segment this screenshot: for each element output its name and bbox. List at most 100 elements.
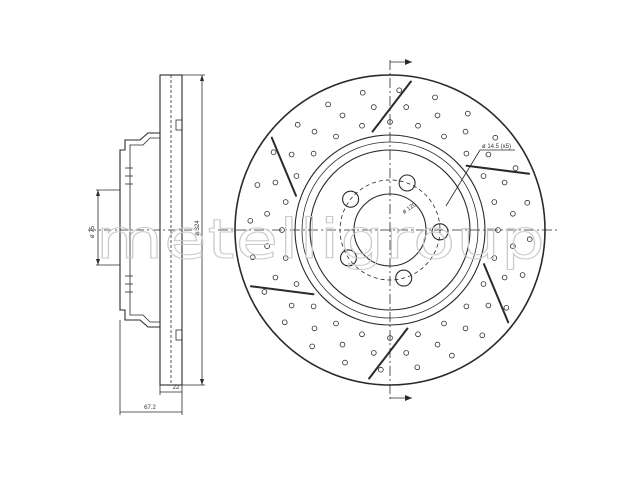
drill-hole: [501, 179, 508, 186]
drill-hole: [293, 173, 300, 179]
drill-hole: [491, 255, 498, 261]
drill-hole: [441, 133, 447, 140]
bolt-hole: [395, 269, 413, 287]
drill-hole: [342, 359, 348, 366]
drill-hole: [463, 303, 470, 310]
drill-hole: [293, 281, 300, 287]
drill-hole: [414, 364, 421, 371]
drill-hole: [272, 179, 279, 186]
front-view: ø 14.5 (x5) ø 120: [218, 59, 560, 401]
drill-hole: [370, 104, 377, 110]
drill-hole: [310, 150, 317, 157]
drill-hole: [282, 255, 289, 261]
drill-hole: [279, 227, 285, 233]
drill-hole: [524, 199, 531, 206]
drill-hole: [270, 149, 277, 156]
drill-hole: [359, 122, 365, 129]
drill-hole: [370, 350, 377, 356]
section-arrow-bottom: [390, 395, 412, 401]
drill-hole: [464, 110, 471, 117]
drill-hole: [480, 173, 487, 179]
dim-thickness-label: 22: [173, 385, 180, 391]
drill-hole: [247, 218, 254, 224]
drill-hole: [415, 122, 421, 129]
drill-hole: [359, 89, 366, 96]
slot: [483, 263, 510, 324]
drill-hole: [510, 243, 516, 250]
bolt-hole-leader: ø 14.5 (x5): [445, 144, 515, 207]
drill-hole: [396, 87, 403, 94]
drill-hole: [503, 304, 510, 311]
drill-hole: [359, 331, 365, 338]
drill-hole: [462, 325, 469, 332]
bolt-hole: [398, 174, 416, 192]
drill-hole: [261, 289, 268, 295]
drill-hole: [415, 331, 421, 338]
side-section-view: ø 75 ø 324 22 67.2: [88, 74, 205, 415]
drill-hole: [479, 332, 486, 339]
dim-thickness: 22: [159, 385, 183, 395]
slot: [249, 285, 315, 296]
drill-hole: [288, 151, 295, 158]
dim-outer-diameter-label: ø 324: [195, 220, 201, 236]
drill-hole: [387, 335, 393, 341]
slot: [371, 80, 412, 133]
drill-hole: [311, 128, 318, 135]
drill-hole: [434, 341, 441, 348]
drill-hole: [309, 343, 316, 350]
bolt-hole: [339, 249, 358, 267]
slot: [465, 164, 531, 175]
drill-hole: [282, 199, 289, 205]
drill-hole: [272, 274, 279, 281]
drill-hole: [264, 243, 270, 250]
slot: [368, 327, 409, 380]
drill-hole: [485, 151, 492, 158]
slot: [270, 136, 297, 197]
cross-drilled-holes: [247, 87, 533, 373]
bolt-hole-label: ø 14.5 (x5): [482, 144, 511, 150]
bolt-circle: [339, 179, 441, 281]
drill-hole: [333, 320, 339, 327]
drill-hole: [441, 320, 447, 327]
drill-hole: [526, 236, 533, 243]
dim-total-height: 67.2: [119, 320, 183, 415]
drill-hole: [432, 94, 438, 101]
drill-hole: [310, 303, 317, 310]
dim-outer-diameter: ø 324: [182, 74, 205, 386]
drill-hole: [264, 211, 270, 217]
dim-hub-diameter: ø 75: [90, 189, 120, 266]
drill-hole: [510, 211, 516, 217]
drill-hole: [403, 350, 410, 356]
drill-hole: [339, 112, 346, 119]
drill-hole: [512, 165, 519, 171]
drill-hole: [495, 227, 501, 233]
bolt-hole: [342, 190, 360, 208]
friction-slots: [249, 80, 531, 380]
drill-hole: [339, 341, 346, 348]
drill-hole: [434, 112, 441, 119]
drill-hole: [325, 101, 331, 108]
drill-hole: [463, 150, 470, 157]
drill-hole: [254, 182, 261, 188]
drill-hole: [288, 302, 295, 309]
drill-hole: [249, 254, 256, 261]
drill-hole: [281, 319, 288, 326]
drill-hole: [501, 274, 508, 281]
drill-hole: [403, 104, 410, 110]
drill-hole: [462, 128, 469, 135]
watermark-logo: metelligroup: [96, 208, 546, 271]
drill-hole: [387, 119, 393, 125]
drill-hole: [377, 366, 384, 373]
drill-hole: [294, 121, 301, 128]
bolt-holes: [339, 174, 449, 287]
drill-hole: [480, 281, 487, 287]
dim-hub-diameter-label: ø 75: [90, 225, 96, 238]
drill-hole: [449, 352, 455, 359]
drill-hole: [485, 302, 492, 309]
drill-hole: [333, 133, 339, 140]
drill-hole: [492, 134, 499, 141]
drill-hole: [311, 325, 318, 332]
section-arrow-top: [390, 59, 412, 65]
bolt-hole: [431, 223, 449, 241]
